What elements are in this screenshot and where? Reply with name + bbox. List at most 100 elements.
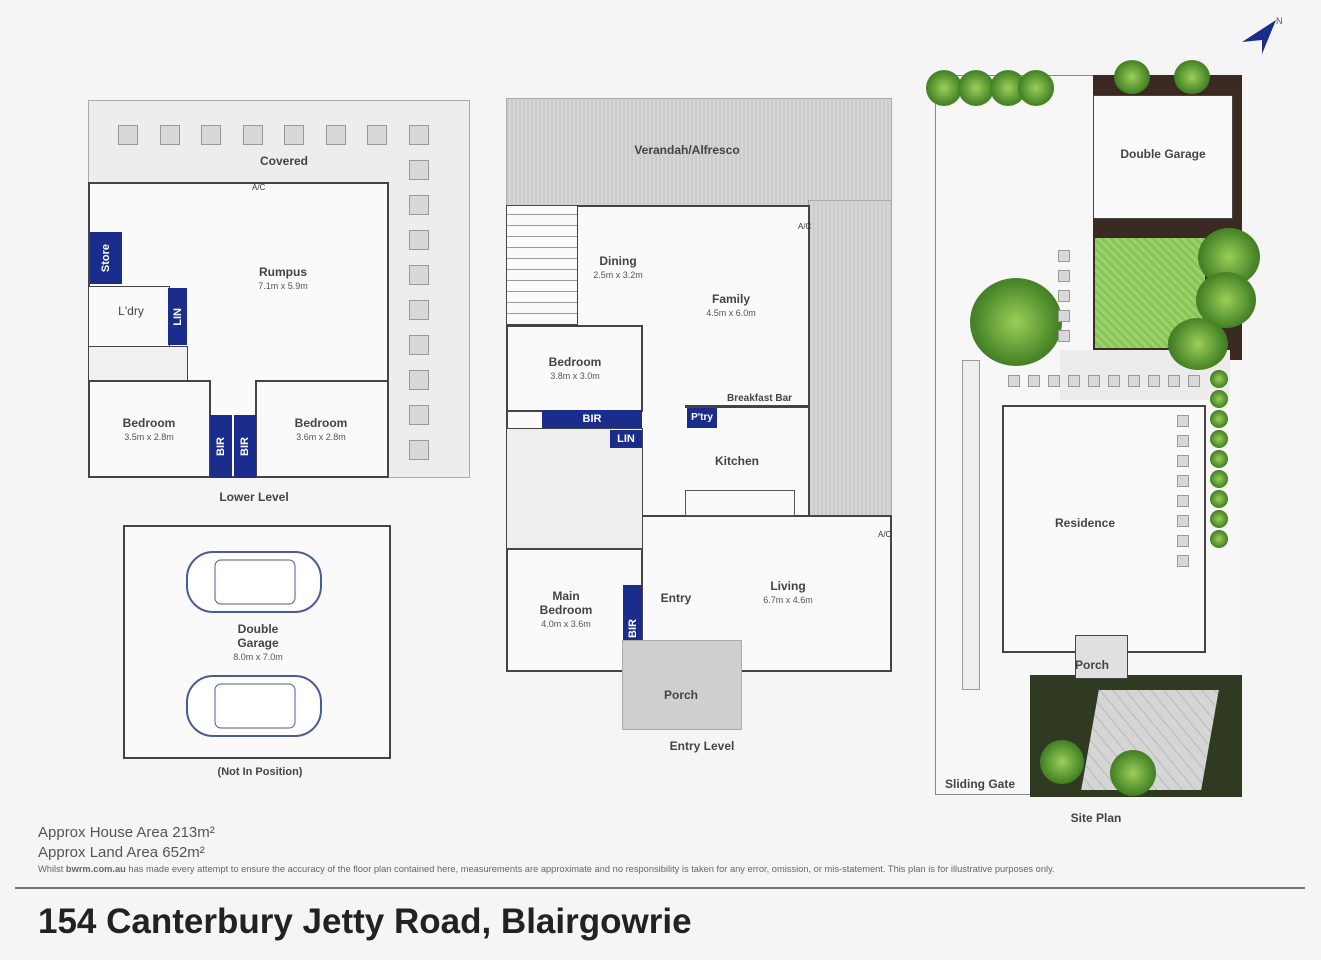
land-area: Approx Land Area 652m² <box>38 844 205 861</box>
tree-icon <box>1110 750 1156 796</box>
bathroom <box>506 428 643 550</box>
bir-lower-1: BIR <box>210 415 232 478</box>
sliding-gate-label: Sliding Gate <box>944 777 1016 791</box>
paver <box>1028 375 1040 387</box>
car-icon <box>186 551 322 613</box>
lower-level-caption: Lower Level <box>219 490 289 504</box>
paver <box>1177 515 1189 527</box>
paver <box>284 125 304 145</box>
linen-cupboard: LIN <box>168 288 187 345</box>
paver <box>160 125 180 145</box>
bir-bedroom: BIR <box>542 410 642 428</box>
verandah-side <box>808 200 892 516</box>
shrub-icon <box>1210 370 1228 388</box>
paver <box>1177 475 1189 487</box>
shrub-icon <box>1210 390 1228 408</box>
shrub-icon <box>1210 470 1228 488</box>
driveway-strip <box>962 360 980 690</box>
paver <box>1168 375 1180 387</box>
garage-note: (Not In Position) <box>217 766 303 778</box>
paver <box>201 125 221 145</box>
paver <box>1008 375 1020 387</box>
room-main-bedroom <box>506 548 643 672</box>
ac-label: A/C <box>878 530 892 539</box>
svg-text:N: N <box>1276 16 1283 26</box>
disclaimer-text: has made every attempt to ensure the acc… <box>125 864 1055 874</box>
car-icon <box>186 675 322 737</box>
laundry-label: L'dry <box>118 304 144 318</box>
tree-icon <box>1018 70 1054 106</box>
ac-label: A/C <box>798 222 812 231</box>
paver <box>243 125 263 145</box>
paver <box>409 125 429 145</box>
room-bedroom <box>506 325 643 412</box>
bathroom <box>88 346 188 382</box>
paver <box>409 300 429 320</box>
paver <box>1058 290 1070 302</box>
paver <box>409 195 429 215</box>
paver <box>1128 375 1140 387</box>
paver <box>1177 455 1189 467</box>
kitchen-bench <box>685 490 795 516</box>
tree-icon <box>958 70 994 106</box>
tree-icon <box>926 70 962 106</box>
verandah-label: Verandah/Alfresco <box>634 143 740 157</box>
paver <box>409 370 429 390</box>
tree-icon <box>1040 740 1084 784</box>
paver <box>1088 375 1100 387</box>
pantry: P'try <box>687 406 717 428</box>
shrub-icon <box>1210 450 1228 468</box>
paver <box>1148 375 1160 387</box>
paver <box>409 230 429 250</box>
bir-lower-2: BIR <box>234 415 256 478</box>
shrub-icon <box>1210 410 1228 428</box>
porch <box>622 640 742 730</box>
tree-icon <box>1174 60 1210 94</box>
paver <box>1058 250 1070 262</box>
verandah <box>506 98 892 206</box>
paver <box>367 125 387 145</box>
covered-label: Covered <box>259 154 309 168</box>
paver <box>118 125 138 145</box>
site-porch-label: Porch <box>1074 658 1110 672</box>
paver <box>1177 495 1189 507</box>
paver <box>1177 415 1189 427</box>
tree-icon <box>1114 60 1150 94</box>
ac-label: A/C <box>252 183 266 192</box>
paver <box>1058 330 1070 342</box>
paver <box>1058 270 1070 282</box>
tree-icon <box>970 278 1062 366</box>
paver <box>1048 375 1060 387</box>
paver <box>1058 310 1070 322</box>
paver <box>1188 375 1200 387</box>
paver <box>1177 555 1189 567</box>
disclaimer: Whilst bwrm.com.au has made every attemp… <box>38 864 1055 874</box>
breakfast-bar-label: Breakfast Bar <box>727 393 793 404</box>
paver <box>1177 535 1189 547</box>
paver <box>1068 375 1080 387</box>
north-arrow-icon: N <box>1242 16 1283 54</box>
paver <box>409 440 429 460</box>
breakfast-bar <box>685 405 809 408</box>
entry-label: Entry <box>660 591 692 605</box>
room-bedroom-lower-2 <box>255 380 389 478</box>
shrub-icon <box>1210 430 1228 448</box>
house-area: Approx House Area 213m² <box>38 824 215 841</box>
site-porch <box>1075 635 1128 679</box>
paver <box>409 160 429 180</box>
site-double-garage <box>1093 95 1233 219</box>
divider <box>15 887 1305 889</box>
store: Store <box>90 232 122 284</box>
site-garage-label: Double Garage <box>1120 147 1206 161</box>
kitchen-label: Kitchen <box>714 454 760 468</box>
shrub-icon <box>1210 530 1228 548</box>
